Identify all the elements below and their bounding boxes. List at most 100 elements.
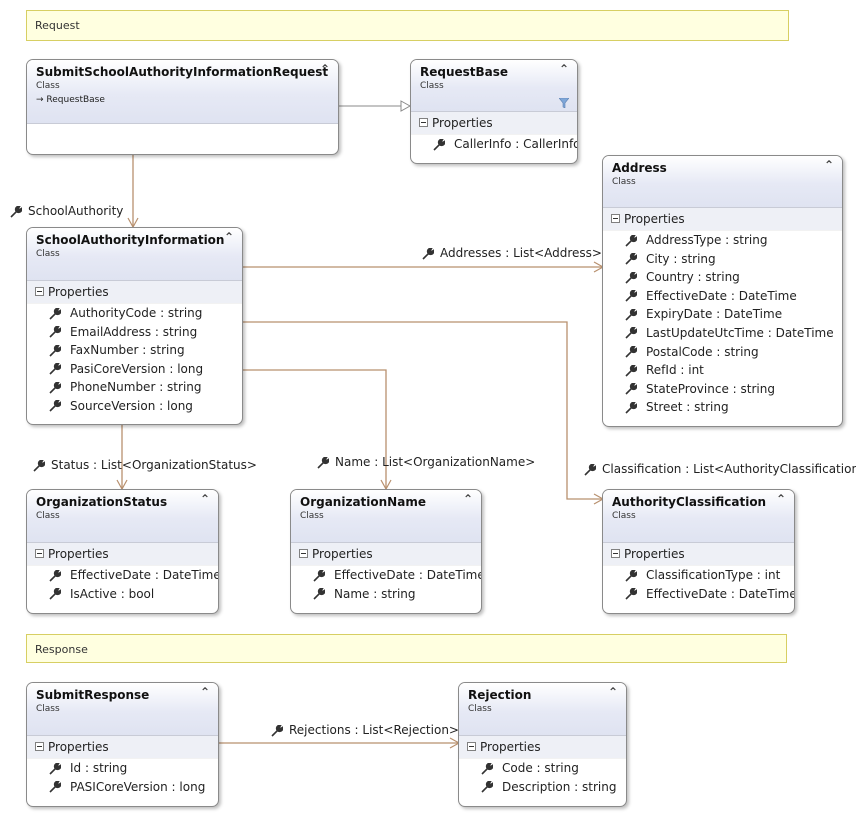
property-label: ExpiryDate : DateTime (646, 307, 783, 322)
property-item[interactable]: City : string (603, 250, 842, 269)
wrench-icon (625, 234, 637, 247)
class-organization-status[interactable]: OrganizationStatus Class ⌃ Properties Ef… (26, 489, 219, 614)
property-item[interactable]: EffectiveDate : DateTime (27, 566, 218, 585)
double-chevron-up-icon[interactable]: ⌃ (775, 492, 786, 506)
collapse-minus-icon[interactable] (299, 549, 308, 558)
wrench-icon (49, 762, 61, 775)
class-submit-response[interactable]: SubmitResponse Class ⌃ Properties Id : s… (26, 682, 219, 807)
collapse-minus-icon[interactable] (467, 742, 476, 751)
double-chevron-up-icon[interactable]: ⌃ (823, 158, 834, 172)
property-label: City : string (646, 251, 716, 266)
class-name: Rejection (468, 688, 532, 702)
double-chevron-up-icon[interactable]: ⌃ (558, 62, 569, 76)
property-label: AddressType : string (646, 233, 768, 247)
association-label-addresses[interactable]: Addresses : List<Address> (422, 245, 602, 261)
class-kind: Class (36, 249, 60, 259)
class-name: RequestBase (420, 65, 509, 79)
association-label-name[interactable]: Name : List<OrganizationName> (317, 454, 535, 470)
property-item[interactable]: PasiCoreVersion : long (27, 360, 242, 379)
response-region[interactable]: Response (26, 634, 787, 663)
collapse-minus-icon[interactable] (611, 214, 620, 223)
compartment-label: Properties (48, 740, 109, 754)
property-item[interactable]: EffectiveDate : DateTime (291, 566, 481, 585)
property-label: EffectiveDate : DateTime (70, 568, 219, 582)
property-item[interactable]: Description : string (459, 778, 626, 797)
property-item[interactable]: ClassificationType : int (603, 566, 794, 585)
properties-compartment[interactable]: Properties (411, 112, 577, 135)
property-label: FaxNumber : string (70, 343, 185, 358)
property-item[interactable]: EffectiveDate : DateTime (603, 287, 842, 306)
request-region[interactable]: Request (26, 10, 789, 41)
property-item[interactable]: Id : string (27, 759, 218, 778)
collapse-minus-icon[interactable] (611, 549, 620, 558)
association-text: Classification : List<AuthorityClassific… (602, 462, 856, 476)
property-item[interactable]: CallerInfo : CallerInfo (411, 135, 577, 154)
property-label: AuthorityCode : string (70, 306, 203, 320)
properties-compartment[interactable]: Properties (459, 736, 626, 759)
class-header: OrganizationStatus Class ⌃ (27, 490, 218, 543)
double-chevron-up-icon[interactable]: ⌃ (462, 492, 473, 506)
class-authority-classification[interactable]: AuthorityClassification Class ⌃ Properti… (602, 489, 795, 614)
double-chevron-up-icon[interactable]: ⌃ (199, 685, 210, 699)
property-label: Code : string (502, 761, 579, 775)
association-label-school-authority[interactable]: SchoolAuthority (10, 203, 123, 219)
association-text: SchoolAuthority (28, 204, 124, 218)
double-chevron-up-icon[interactable]: ⌃ (607, 685, 618, 699)
property-item[interactable]: Country : string (603, 268, 842, 287)
properties-compartment[interactable]: Properties (603, 208, 842, 231)
compartment-label: Properties (480, 740, 541, 754)
property-item[interactable]: EffectiveDate : DateTime (603, 585, 794, 604)
wrench-icon (625, 308, 637, 321)
double-chevron-up-icon[interactable]: ⌃︎ (319, 62, 330, 76)
property-label: IsActive : bool (70, 586, 155, 601)
property-label: Street : string (646, 400, 729, 415)
collapse-minus-icon[interactable] (419, 118, 428, 127)
class-school-authority-information[interactable]: SchoolAuthorityInformation Class ⌃ Prope… (26, 227, 243, 425)
filter-icon[interactable] (559, 98, 569, 108)
class-rejection[interactable]: Rejection Class ⌃ Properties Code : stri… (458, 682, 627, 807)
property-item[interactable]: ExpiryDate : DateTime (603, 305, 842, 324)
class-header: OrganizationName Class ⌃ (291, 490, 481, 543)
collapse-minus-icon[interactable] (35, 549, 44, 558)
class-address[interactable]: Address Class ⌃ Properties AddressType :… (602, 155, 843, 427)
wrench-icon (49, 363, 61, 375)
property-item[interactable]: Street : string (603, 398, 842, 417)
properties-compartment[interactable]: Properties (27, 281, 242, 304)
collapse-minus-icon[interactable] (35, 287, 44, 296)
wrench-icon (625, 401, 637, 414)
property-item[interactable]: IsActive : bool (27, 585, 218, 604)
wrench-icon (49, 381, 61, 394)
collapse-minus-icon[interactable] (35, 742, 44, 751)
wrench-icon (433, 138, 445, 151)
association-label-status[interactable]: Status : List<OrganizationStatus> (33, 457, 257, 473)
property-item[interactable]: PASICoreVersion : long (27, 778, 218, 797)
property-item[interactable]: StateProvince : string (603, 380, 842, 399)
property-item[interactable]: Name : string (291, 585, 481, 604)
property-item[interactable]: RefId : int (603, 361, 842, 380)
properties-compartment[interactable]: Properties (27, 543, 218, 566)
property-label: RefId : int (646, 363, 704, 378)
class-name: AuthorityClassification (612, 495, 767, 509)
property-item[interactable]: AddressType : string (603, 231, 842, 250)
association-label-classification[interactable]: Classification : List<AuthorityClassific… (584, 461, 856, 477)
class-organization-name[interactable]: OrganizationName Class ⌃ Properties Effe… (290, 489, 482, 614)
wrench-icon (625, 253, 637, 265)
double-chevron-up-icon[interactable]: ⌃ (223, 230, 234, 244)
class-request-base[interactable]: RequestBase Class ⌃ Properties CallerInf… (410, 59, 578, 164)
property-item[interactable]: PhoneNumber : string (27, 378, 242, 397)
property-item[interactable]: LastUpdateUtcTime : DateTime (603, 324, 842, 343)
property-item[interactable]: EmailAddress : string (27, 323, 242, 342)
properties-compartment[interactable]: Properties (603, 543, 794, 566)
double-chevron-up-icon[interactable]: ⌃ (199, 492, 210, 506)
properties-compartment[interactable]: Properties (27, 736, 218, 759)
properties-compartment[interactable]: Properties (291, 543, 481, 566)
property-label: PASICoreVersion : long (70, 779, 206, 794)
property-item[interactable]: AuthorityCode : string (27, 304, 242, 323)
property-item[interactable]: SourceVersion : long (27, 397, 242, 416)
association-label-rejections[interactable]: Rejections : List<Rejection> (271, 722, 459, 738)
property-item[interactable]: Code : string (459, 759, 626, 778)
property-item[interactable]: PostalCode : string (603, 343, 842, 362)
class-submit-school-authority-information-request[interactable]: SubmitSchoolAuthorityInformationRequest … (26, 59, 339, 155)
wrench-icon (49, 569, 61, 582)
property-item[interactable]: FaxNumber : string (27, 341, 242, 360)
